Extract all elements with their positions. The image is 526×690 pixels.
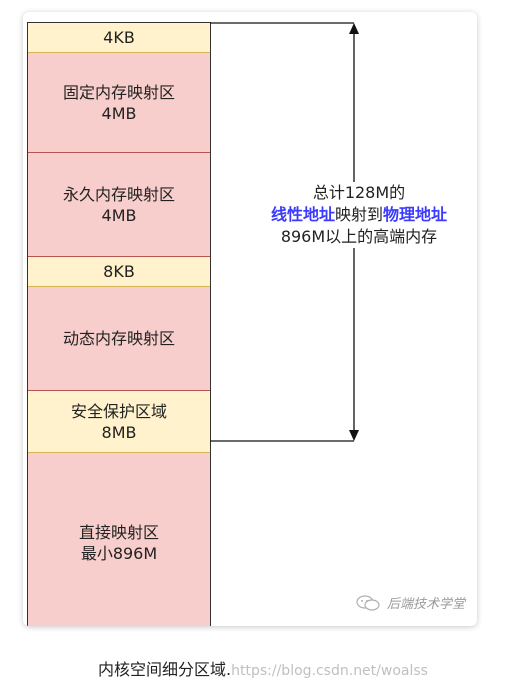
memory-column: 4KB 固定内存映射区 4MB 永久内存映射区 4MB 8KB 动态内存映射区 … [27,22,211,626]
segment-label: 永久内存映射区 [62,184,175,204]
segment-label: 直接映射区 [78,523,159,542]
segment-permanent-map: 永久内存映射区 4MB [28,153,210,257]
linear-address-text: 线性地址 [270,205,335,224]
diagram-card: 4KB 固定内存映射区 4MB 永久内存映射区 4MB 8KB 动态内存映射区 … [23,12,477,626]
segment-size: 8MB [101,422,137,442]
caption-text: 内核空间细分区域. [98,660,232,679]
segment-label: 动态内存映射区 [62,329,175,348]
segment-fixed-map: 固定内存映射区 4MB [28,53,210,153]
physical-address-text: 物理地址 [383,205,448,224]
down-arrowhead [349,430,359,441]
up-arrowhead [349,23,359,34]
segment-dynamic-map: 动态内存映射区 [28,287,210,391]
maps-to-text: 映射到 [334,205,383,224]
wechat-icon [356,594,380,611]
watermark-text: 后端技术学堂 [386,597,465,612]
range-arrows [210,22,359,442]
segment-label: 4KB [103,28,135,47]
segment-label: 8KB [103,262,135,281]
caption-url: https://blog.csdn.net/woalss [231,663,428,679]
segment-4kb: 4KB [28,23,210,53]
note-line-1: 总计128M的 [312,183,406,202]
note-line-3: 896M以上的高端内存 [280,227,438,246]
segment-size: 4MB [101,205,137,225]
figure-caption: 内核空间细分区域.https://blog.csdn.net/woalss [0,656,526,680]
note-line-2: 线性地址映射到物理地址 [229,204,477,226]
segment-direct-map: 直接映射区 最小896M [28,453,210,626]
range-note: 总计128M的 线性地址映射到物理地址 896M以上的高端内存 [229,182,477,248]
segment-label: 安全保护区域 [70,401,167,421]
segment-8kb: 8KB [28,257,210,287]
segment-size: 4MB [101,103,137,123]
segment-guard: 安全保护区域 8MB [28,391,210,453]
watermark: 后端技术学堂 [355,593,465,612]
segment-size: 最小896M [80,544,158,563]
segment-label: 固定内存映射区 [62,82,175,102]
